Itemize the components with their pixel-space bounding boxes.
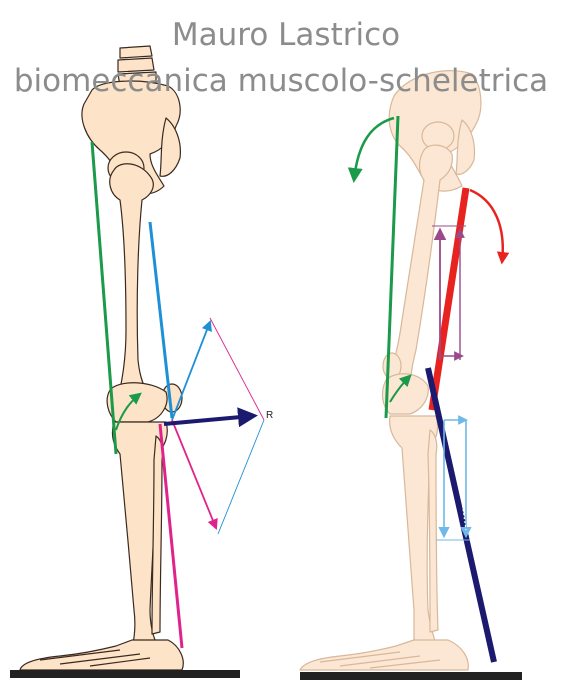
left-femoral-condyle (106, 382, 168, 423)
left-resultant-vector (163, 407, 258, 428)
left-fibula (151, 435, 164, 635)
right-knee-rotation-arrow (389, 374, 412, 403)
left-foot-detail (39, 649, 151, 667)
left-knee-rotation-arrow (115, 392, 142, 431)
right-femoral-condyle (381, 373, 429, 415)
left-femur (109, 163, 154, 401)
left-ground-bar (10, 670, 240, 678)
left-sacrum (159, 117, 181, 177)
left-hamstring-line (90, 141, 118, 455)
left-foot (19, 639, 184, 671)
right-red-rotation-arrow (469, 188, 510, 265)
right-sacrum (455, 119, 476, 175)
right-skeleton (299, 70, 482, 671)
right-hip-rotation-arrow (347, 116, 395, 183)
left-pelvis (81, 80, 181, 195)
left-quadriceps-line (148, 221, 174, 419)
right-foot (299, 639, 469, 671)
right-rectus-femoris-line (428, 187, 470, 411)
right-lblue-dotted (451, 429, 467, 531)
right-tibialis-line (425, 367, 497, 663)
right-foot-detail (319, 651, 441, 669)
left-quadriceps-vector (171, 319, 212, 421)
left-skeleton (19, 45, 184, 671)
right-fibula (427, 429, 439, 633)
left-gastrocnemius-line (158, 423, 184, 649)
right-force-lines (347, 115, 510, 663)
watermark-subtitle: biomeccanica muscolo-scheletrica (13, 63, 549, 99)
left-force-lines (90, 141, 265, 649)
resultant-label: R (266, 410, 273, 421)
left-parallelogram-pink (209, 317, 265, 421)
watermark-author: Mauro Lastrico (171, 17, 401, 53)
left-parallelogram-blue (217, 419, 265, 535)
right-femur (385, 144, 453, 387)
right-hamstring-line (384, 115, 400, 419)
left-gastrocnemius-vector (171, 419, 218, 531)
right-ground-bar (300, 672, 522, 680)
